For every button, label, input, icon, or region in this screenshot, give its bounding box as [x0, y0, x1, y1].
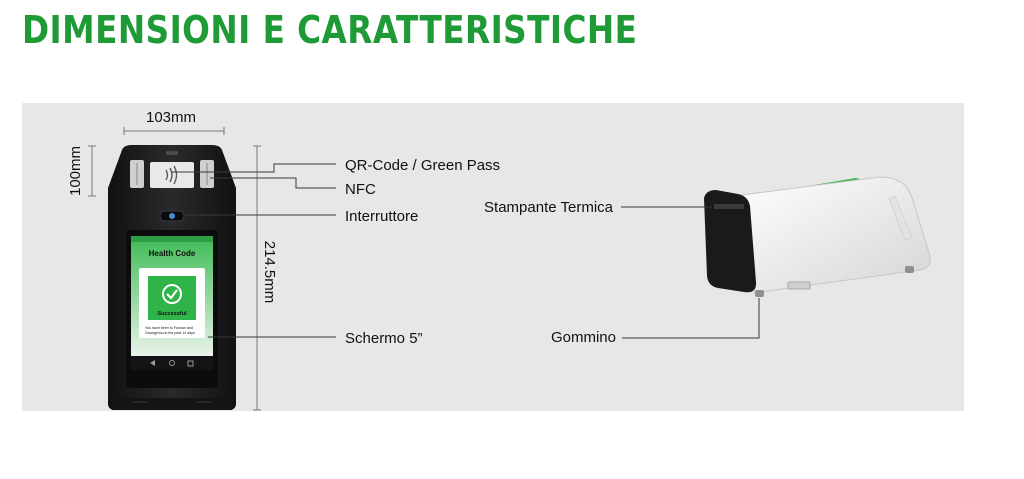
width-label: 103mm [146, 109, 196, 126]
screen-message-line2: Guangzhou in the past 14 days [145, 331, 195, 335]
nfc-contactless-icon [165, 165, 178, 185]
switch-label: Interruttore [345, 208, 418, 225]
usb-port [787, 281, 811, 290]
screen-header-text: Health Code [149, 249, 196, 258]
front-device [108, 145, 236, 410]
depth-label: 100mm [67, 146, 84, 196]
rubber-foot-back [905, 266, 914, 273]
rear-printer-face [704, 190, 757, 293]
screen-message-line1: You have been to Foshan and [145, 326, 193, 330]
back-nav-icon [150, 360, 155, 366]
nfc-label: NFC [345, 181, 376, 198]
nfc-callout-line [210, 177, 336, 189]
home-nav-icon [169, 360, 175, 366]
rubber-foot-callout-line [622, 298, 760, 339]
printer-label: Stampante Termica [484, 199, 614, 216]
recent-nav-icon [187, 360, 194, 367]
check-circle-icon [162, 284, 182, 304]
device-base [112, 398, 232, 410]
rear-white-housing [733, 176, 931, 293]
rear-device [704, 176, 931, 297]
dimension-lines [88, 127, 261, 411]
power-led-icon [169, 213, 175, 219]
height-label: 214.5mm [261, 241, 278, 304]
rubber-foot-front [755, 290, 764, 297]
rear-callout-lines [621, 206, 760, 339]
rubber-foot-label: Gommino [551, 329, 616, 346]
qr-code-label: QR-Code / Green Pass [345, 157, 500, 174]
brand-mark [166, 151, 178, 155]
front-callout-lines [172, 163, 336, 338]
printer-slot [714, 204, 744, 209]
screen-label: Schermo 5” [345, 330, 423, 347]
screen-status-text: Successful [157, 311, 187, 317]
qr-callout-line [172, 163, 336, 173]
page-title: DIMENSIONI E CARATTERISTICHE [22, 8, 638, 52]
